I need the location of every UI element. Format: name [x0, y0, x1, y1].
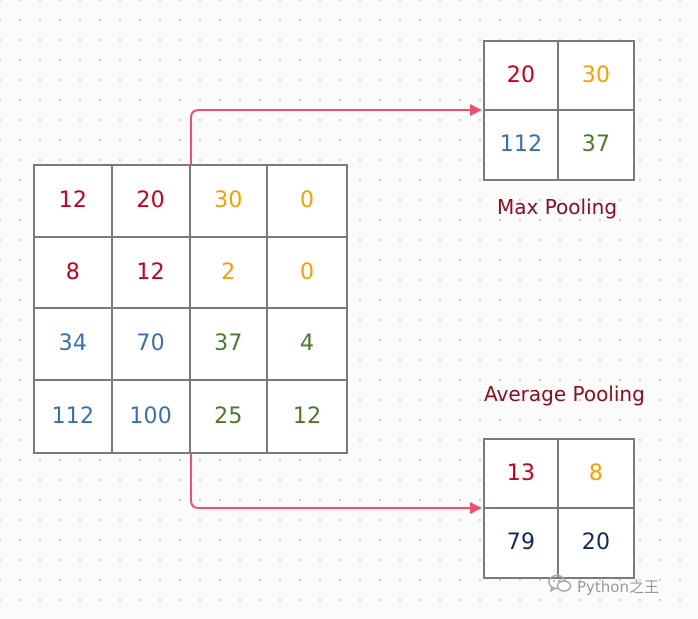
input-cell-r4-c1: 112 [35, 380, 113, 452]
input-cell-r3-c4: 4 [268, 309, 346, 381]
input-cell-r2-c3: 2 [190, 237, 269, 309]
arrow-to-average-pooling [190, 454, 482, 514]
watermark: Python之王 [548, 574, 659, 598]
input-cell-r3-c2: 70 [112, 309, 191, 381]
input-cell-r2-c1: 8 [35, 237, 113, 309]
arrow-to-max-pooling [190, 104, 482, 164]
input-cell-r4-c3: 25 [191, 380, 269, 452]
input-cell-r4-c2: 100 [113, 380, 191, 452]
max-pooling-label: Max Pooling [497, 195, 618, 219]
max-pooling-cell-r2-c2: 37 [581, 132, 611, 158]
average-pooling-cell-r1-c2: 8 [559, 440, 633, 509]
average-pooling-cell-r2-c1: 79 [485, 508, 559, 577]
input-cell-r1-c1: 12 [35, 166, 113, 238]
average-pooling-label: Average Pooling [484, 382, 645, 406]
input-cell-r3-c1: 34 [35, 309, 113, 381]
input-cell-r1-c2: 20 [112, 166, 191, 238]
input-cell-r2-c2: 12 [112, 237, 191, 309]
watermark-text: Python之王 [577, 577, 659, 596]
input-cell-r2-c4: 0 [268, 238, 346, 309]
max-pooling-cell-r1-c1: 20 [485, 42, 559, 111]
input-cell-r4-c4: 12 [292, 403, 322, 429]
input-cell-r1-c3: 30 [190, 166, 269, 238]
input-cell-r1-c4: 0 [268, 166, 346, 238]
input-cell-r3-c3: 37 [190, 309, 269, 381]
max-pooling-cell-r2-c1: 112 [485, 110, 559, 179]
wechat-icon [548, 574, 572, 598]
average-pooling-cell-r2-c2: 20 [581, 530, 611, 556]
max-pooling-cell-r1-c2: 30 [559, 42, 633, 111]
average-pooling-cell-r1-c1: 13 [485, 440, 559, 509]
